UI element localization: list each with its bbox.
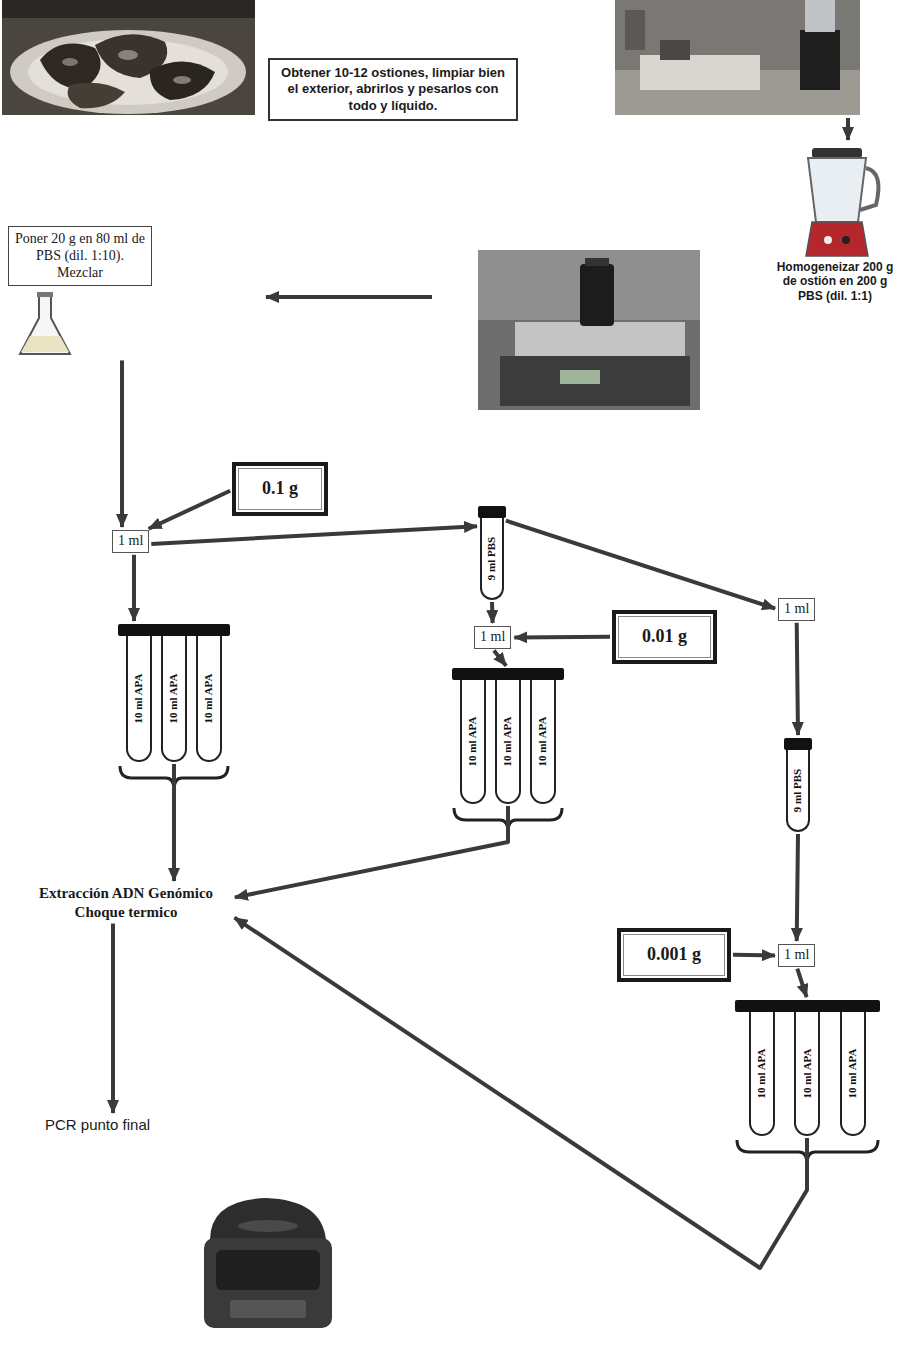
tube-cap bbox=[478, 506, 506, 518]
tube-label: 10 ml APA bbox=[168, 673, 179, 723]
tube-rack: 10 ml APA 10 ml APA 10 ml APA bbox=[118, 624, 230, 762]
scale-photo bbox=[478, 250, 700, 410]
tube-label: 9 ml PBS bbox=[487, 536, 498, 579]
flask-icon bbox=[20, 292, 70, 354]
blender-step: Homogeneizar 200 g de ostión en 200 g PB… bbox=[776, 146, 894, 303]
blender-photo bbox=[615, 0, 860, 115]
tube-label: 10 ml APA bbox=[802, 1048, 813, 1098]
sample-mass-box: 0.01 g bbox=[612, 610, 717, 664]
sample-mass-box: 0.1 g bbox=[232, 462, 328, 516]
flow-arrow bbox=[506, 521, 775, 609]
node-text: 0.01 g bbox=[642, 626, 687, 648]
tube-row: 10 ml APA 10 ml APA 10 ml APA bbox=[739, 1012, 876, 1136]
flow-arrow bbox=[132, 555, 136, 621]
tube-label: 10 ml APA bbox=[468, 716, 479, 766]
test-tube: 10 ml APA bbox=[840, 1012, 866, 1136]
volume-box: 1 ml bbox=[474, 626, 511, 649]
tube-row: 10 ml APA 10 ml APA 10 ml APA bbox=[456, 680, 560, 804]
test-tube: 10 ml APA bbox=[749, 1012, 775, 1136]
tube-label: 10 ml APA bbox=[134, 673, 145, 723]
flow-arrow bbox=[111, 924, 115, 1114]
test-tube: 10 ml APA bbox=[161, 636, 187, 762]
tube-label: 10 ml APA bbox=[537, 716, 548, 766]
node-text: 1 ml bbox=[784, 601, 809, 618]
flow-arrow bbox=[172, 764, 176, 881]
thermocycler-icon bbox=[204, 1198, 332, 1328]
test-tube: 9 ml PBS bbox=[480, 518, 504, 600]
node-text: Homogeneizar 200 g de ostión en 200 g PB… bbox=[776, 260, 894, 303]
tube-row: 10 ml APA 10 ml APA 10 ml APA bbox=[122, 636, 226, 762]
oyster-photo bbox=[2, 0, 255, 115]
flow-arrow bbox=[494, 650, 506, 665]
node-text: 0.001 g bbox=[647, 944, 701, 966]
tube-label: 10 ml APA bbox=[848, 1048, 859, 1098]
volume-box: 1 ml bbox=[112, 530, 149, 553]
flow-arrow bbox=[120, 360, 124, 527]
tube-rack: 10 ml APA 10 ml APA 10 ml APA bbox=[735, 1000, 880, 1136]
process-label: Extracción ADN Genómico Choque termico bbox=[20, 884, 232, 922]
volume-box: 1 ml bbox=[778, 598, 815, 621]
tube-label: 10 ml APA bbox=[502, 716, 513, 766]
node-text: 1 ml bbox=[784, 947, 809, 964]
volume-box: 1 ml bbox=[778, 944, 815, 967]
pbs-tube: 9 ml PBS bbox=[480, 506, 504, 600]
tube-cap bbox=[784, 738, 812, 750]
flow-arrow bbox=[797, 834, 798, 941]
flow-arrow bbox=[490, 602, 495, 623]
flow-arrow bbox=[235, 806, 508, 897]
node-text: 1 ml bbox=[480, 629, 505, 646]
node-text: 1 ml bbox=[118, 533, 143, 550]
test-tube: 10 ml APA bbox=[460, 680, 486, 804]
node-text: PCR punto final bbox=[45, 1116, 150, 1134]
rack-cap bbox=[735, 1000, 880, 1012]
test-tube: 9 ml PBS bbox=[786, 750, 810, 832]
node-text: Extracción ADN Genómico Choque termico bbox=[20, 884, 232, 922]
process-label: PCR punto final bbox=[45, 1116, 150, 1134]
flow-arrow bbox=[846, 118, 850, 140]
test-tube: 10 ml APA bbox=[196, 636, 222, 762]
blender-icon bbox=[806, 148, 878, 256]
flow-arrow bbox=[235, 918, 808, 1268]
node-text: Obtener 10-12 ostiones, limpiar bien el … bbox=[278, 65, 508, 114]
flow-arrow bbox=[266, 295, 432, 299]
tube-label: 9 ml PBS bbox=[793, 768, 804, 811]
tube-label: 10 ml APA bbox=[203, 673, 214, 723]
flow-arrow bbox=[514, 635, 610, 640]
step-box: Obtener 10-12 ostiones, limpiar bien el … bbox=[268, 58, 518, 121]
node-text: 0.1 g bbox=[262, 478, 298, 500]
flow-arrow bbox=[733, 953, 775, 958]
tube-rack: 10 ml APA 10 ml APA 10 ml APA bbox=[452, 668, 564, 804]
pbs-tube: 9 ml PBS bbox=[786, 738, 810, 832]
rack-cap bbox=[452, 668, 564, 680]
sample-mass-box: 0.001 g bbox=[617, 928, 731, 982]
flow-arrow bbox=[149, 491, 231, 529]
tube-label: 10 ml APA bbox=[756, 1048, 767, 1098]
flow-arrow bbox=[797, 623, 798, 735]
dilution-box: Poner 20 g en 80 ml de PBS (dil. 1:10). … bbox=[8, 226, 152, 358]
flow-arrow bbox=[151, 526, 477, 544]
test-tube: 10 ml APA bbox=[794, 1012, 820, 1136]
test-tube: 10 ml APA bbox=[530, 680, 556, 804]
test-tube: 10 ml APA bbox=[126, 636, 152, 762]
node-text: Poner 20 g en 80 ml de PBS (dil. 1:10). … bbox=[8, 226, 152, 286]
flow-arrow bbox=[797, 969, 806, 997]
test-tube: 10 ml APA bbox=[495, 680, 521, 804]
rack-cap bbox=[118, 624, 230, 636]
